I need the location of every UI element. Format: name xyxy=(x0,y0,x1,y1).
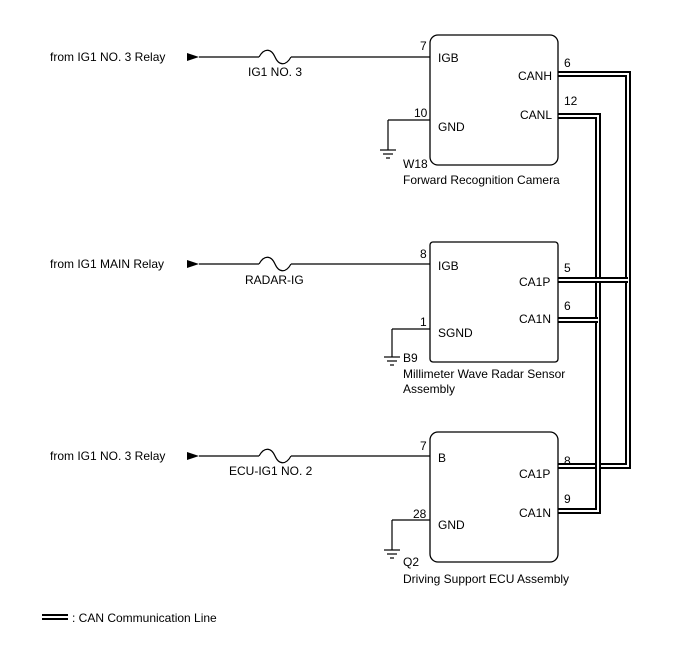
fuse-icon xyxy=(258,448,292,464)
component-box xyxy=(429,431,559,563)
ground-icon xyxy=(384,549,400,559)
component-code: W18 xyxy=(403,157,428,171)
ground-icon xyxy=(380,149,396,159)
pin-label: CANH xyxy=(518,69,552,83)
pin-label: SGND xyxy=(438,326,473,340)
pin-number: 12 xyxy=(564,94,578,108)
arrow-icon xyxy=(187,53,199,61)
fuse-icon xyxy=(258,49,292,65)
source-label: from IG1 NO. 3 Relay xyxy=(50,50,165,64)
pin-number: 8 xyxy=(564,454,571,468)
can-l-line xyxy=(558,113,601,514)
pin-label: CA1P xyxy=(519,275,550,289)
pin-number: 28 xyxy=(413,507,427,521)
pin-number: 7 xyxy=(420,39,427,53)
fuse-icon xyxy=(258,256,292,272)
fuse-label: ECU-IG1 NO. 2 xyxy=(229,464,313,478)
component-box xyxy=(429,241,559,363)
pin-label: CANL xyxy=(520,108,552,122)
pin-number: 10 xyxy=(414,106,428,120)
pin-number: 6 xyxy=(564,56,571,70)
component-driving-support-ecu: from IG1 NO. 3 Relay ECU-IG1 NO. 2 7 28 … xyxy=(50,431,571,586)
source-label: from IG1 MAIN Relay xyxy=(50,257,164,271)
ground-icon xyxy=(384,356,400,366)
pin-number: 9 xyxy=(564,492,571,506)
pin-number: 1 xyxy=(420,315,427,329)
pin-label: IGB xyxy=(438,259,459,273)
arrow-icon xyxy=(187,260,199,268)
component-code: B9 xyxy=(403,351,418,365)
fuse-label: RADAR-IG xyxy=(245,273,304,287)
component-name-line2: Assembly xyxy=(403,382,455,396)
arrow-icon xyxy=(187,452,199,460)
pin-number: 6 xyxy=(564,299,571,313)
pin-label: B xyxy=(438,451,446,465)
legend: : CAN Communication Line xyxy=(42,611,217,625)
pin-label: GND xyxy=(438,518,465,532)
pin-number: 5 xyxy=(564,261,571,275)
component-radar-sensor: from IG1 MAIN Relay RADAR-IG 8 1 IGB SGN… xyxy=(50,241,571,396)
component-box xyxy=(429,34,559,166)
pin-number: 7 xyxy=(420,439,427,453)
pin-label: CA1N xyxy=(519,506,551,520)
component-name: Driving Support ECU Assembly xyxy=(403,572,569,586)
source-label: from IG1 NO. 3 Relay xyxy=(50,449,165,463)
pin-number: 8 xyxy=(420,247,427,261)
component-code: Q2 xyxy=(403,555,419,569)
fuse-label: IG1 NO. 3 xyxy=(248,65,302,79)
component-name: Millimeter Wave Radar Sensor xyxy=(403,367,565,381)
pin-label: IGB xyxy=(438,51,459,65)
pin-label: GND xyxy=(438,120,465,134)
pin-label: CA1N xyxy=(519,312,551,326)
component-name: Forward Recognition Camera xyxy=(403,173,560,187)
can-bus-lines xyxy=(558,71,631,514)
component-forward-recognition-camera: from IG1 NO. 3 Relay IG1 NO. 3 7 10 IGB … xyxy=(50,34,578,187)
pin-label: CA1P xyxy=(519,467,550,481)
legend-label: : CAN Communication Line xyxy=(72,611,217,625)
